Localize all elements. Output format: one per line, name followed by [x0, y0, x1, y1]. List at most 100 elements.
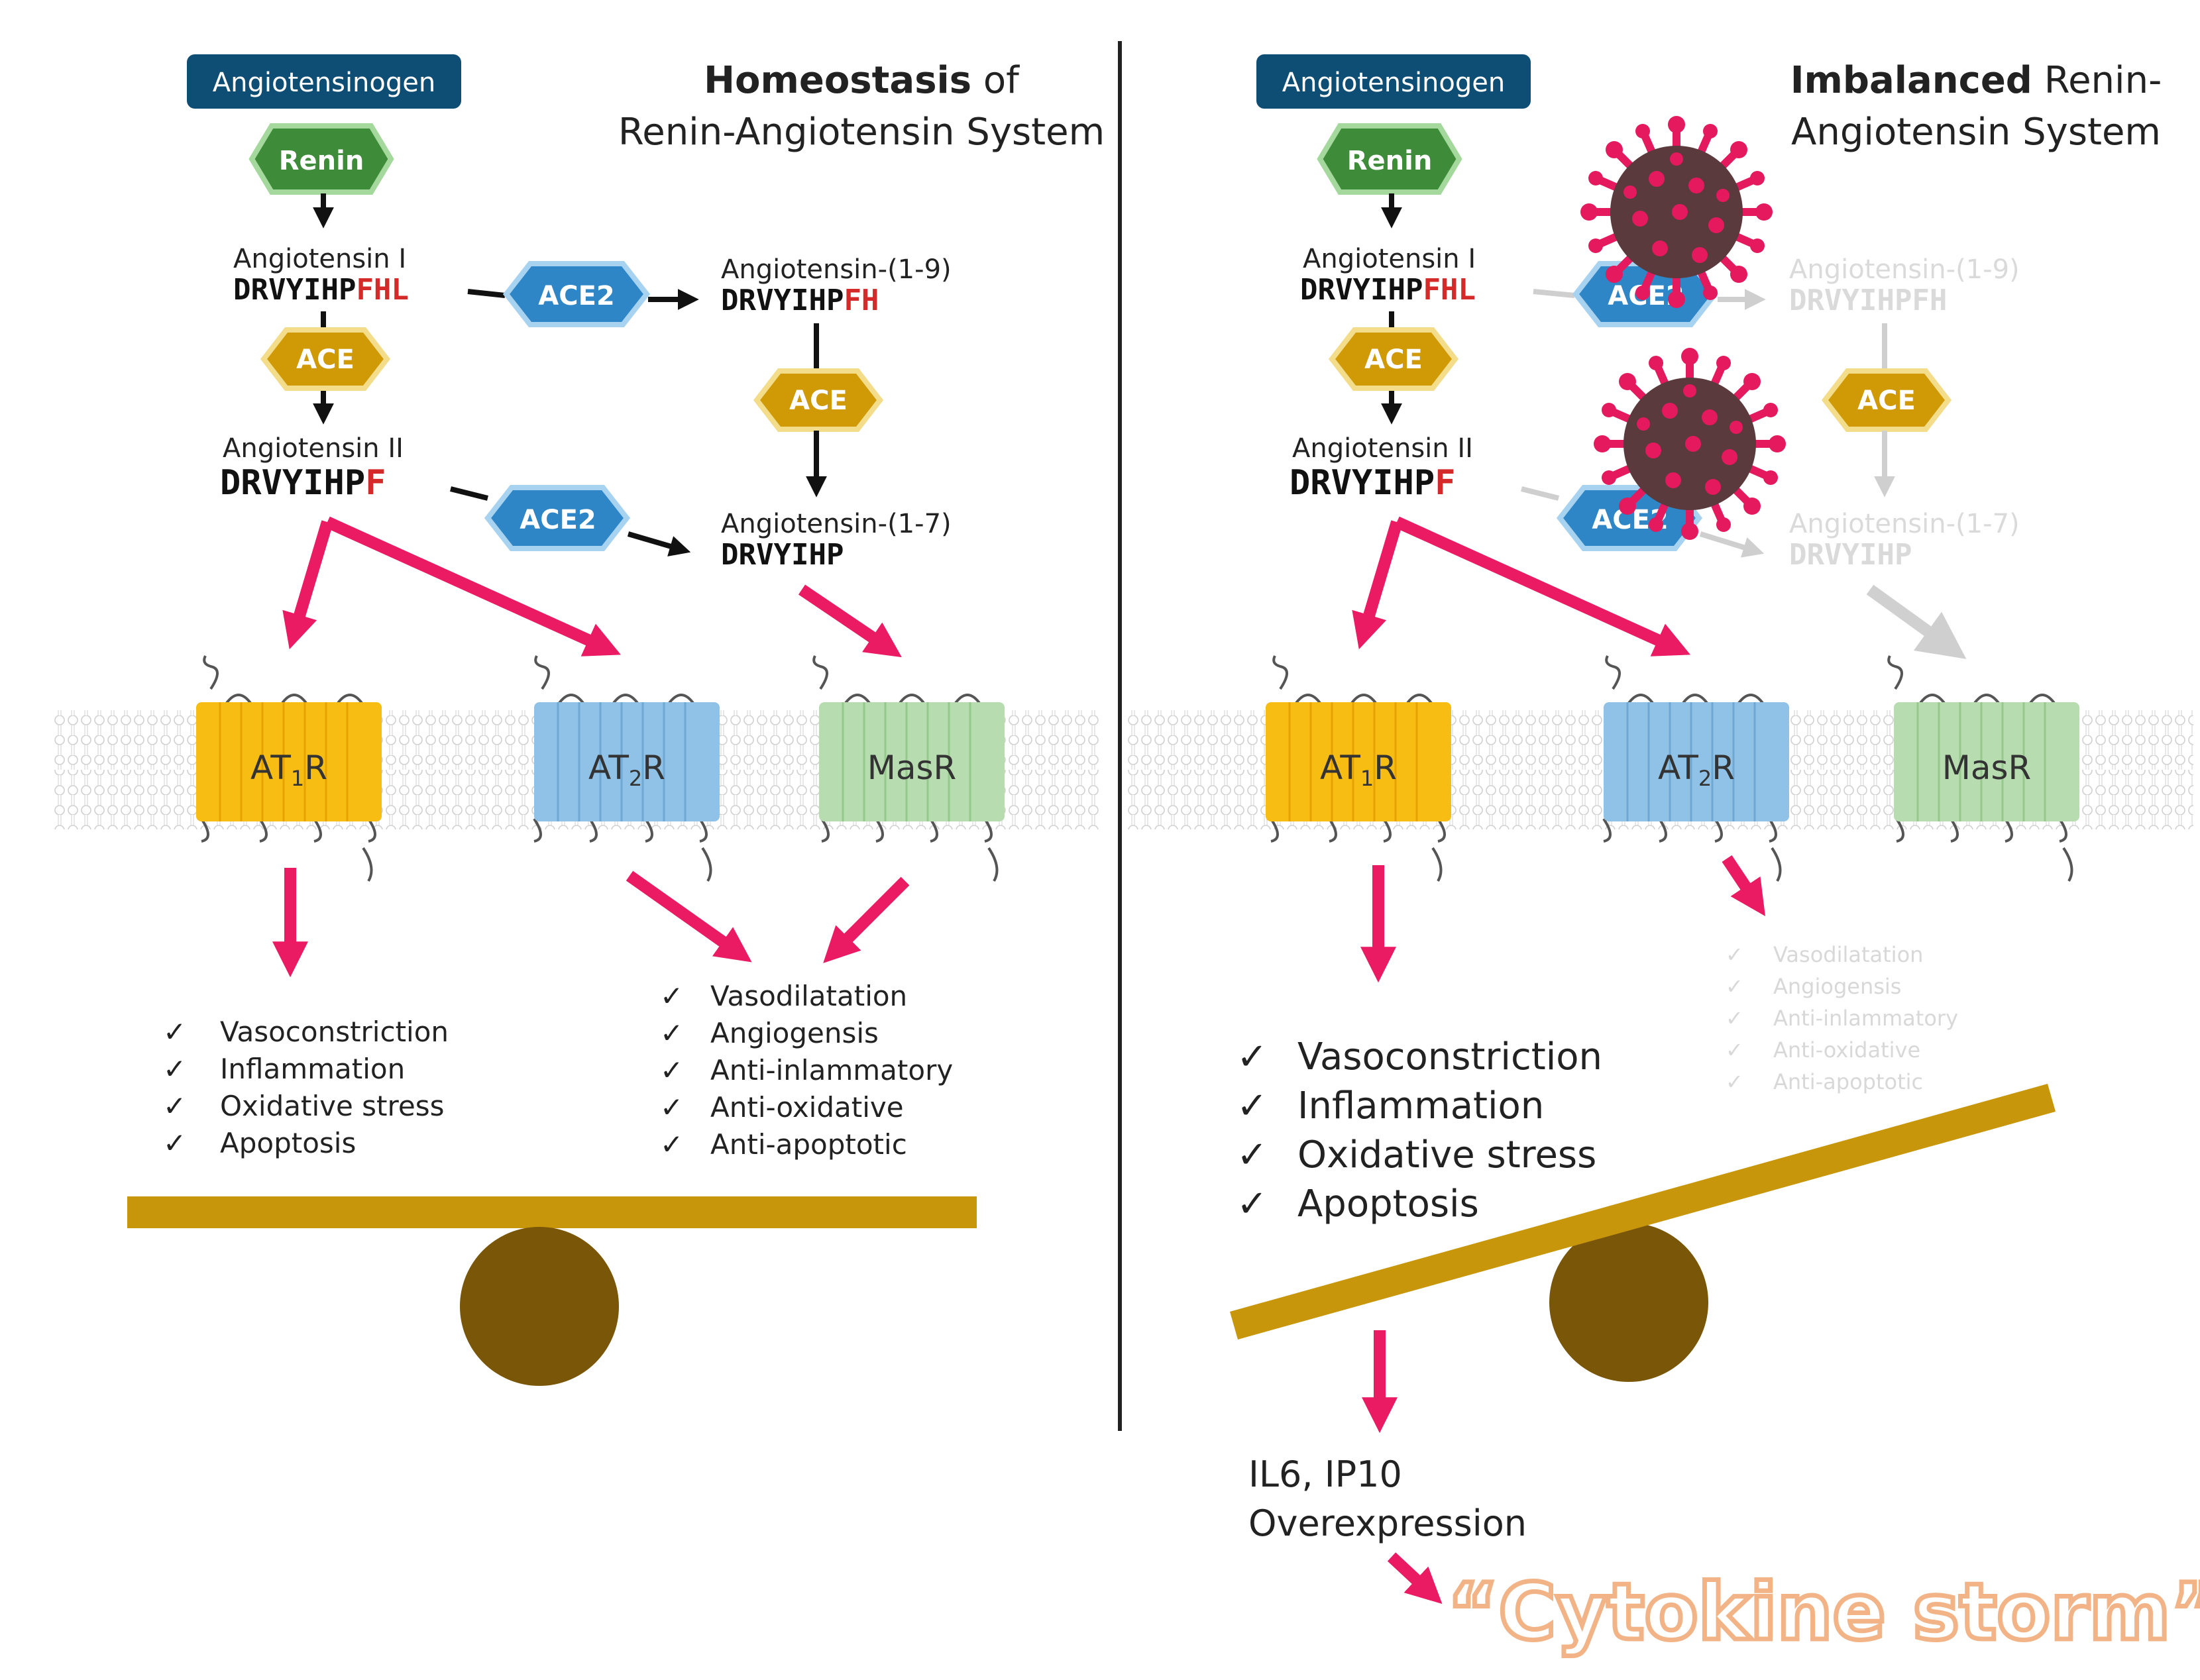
svg-text:Apoptosis: Apoptosis: [1297, 1182, 1479, 1226]
left-at2-effects: ✓ Vasodilatation ✓ Angiogensis ✓ Anti-inlam…: [660, 980, 953, 1161]
svg-text:Vasodilatation: Vasodilatation: [1773, 942, 1923, 967]
arrow-ang2-at2r-right: [1394, 516, 1690, 656]
renin-badge-right: [1317, 123, 1462, 195]
svg-text:✓: ✓: [1726, 1006, 1743, 1031]
arrow-ang17-masr: [798, 584, 902, 658]
left-title-line2: Renin-Angiotensin System: [618, 111, 1105, 154]
svg-text:✓: ✓: [1237, 1182, 1268, 1226]
ace-left-badge-right: [1328, 327, 1459, 391]
svg-text:✓: ✓: [660, 1017, 683, 1049]
svg-text:✓: ✓: [1726, 942, 1743, 967]
line-ang2-ace2: [450, 486, 488, 501]
ace2-bottom-badge: [484, 485, 631, 551]
ang17-seq-right: DRVYIHP: [1789, 538, 1912, 572]
at1r-left-receptor: AT1R: [196, 655, 382, 882]
svg-text:Apoptosis: Apoptosis: [220, 1127, 356, 1159]
ang19-label: Angiotensin-(1-9): [721, 254, 952, 285]
ace-right-badge-right: [1821, 368, 1952, 432]
renin-label: Renin: [279, 146, 364, 176]
line-ang2-ace2-right: [1521, 486, 1559, 501]
masr-right-receptor: MasR: [1887, 655, 2079, 882]
svg-text:AT1R: AT1R: [250, 749, 327, 791]
ang2-seq: DRVYIHPF: [220, 463, 386, 503]
svg-text:Vasoconstriction: Vasoconstriction: [220, 1016, 449, 1048]
arrow-at2r-effects: [626, 870, 752, 963]
ang2-seq-right: DRVYIHPF: [1290, 463, 1455, 503]
at2r-right-receptor: AT2R: [1602, 655, 1789, 882]
ace-left-badge: [260, 327, 391, 391]
arrow-masr-effects: [823, 876, 910, 963]
svg-text:Inflammation: Inflammation: [220, 1053, 405, 1085]
svg-text:✓: ✓: [163, 1127, 186, 1159]
svg-text:Anti-apoptotic: Anti-apoptotic: [710, 1128, 907, 1161]
seesaw-plank-balanced: [127, 1196, 977, 1228]
renin-label-right: Renin: [1347, 146, 1433, 176]
ace-right-badge: [753, 368, 884, 432]
arrow-ang2-at1r-right: [1352, 520, 1403, 650]
svg-text:✓: ✓: [163, 1053, 186, 1085]
arrow-ace2-ang17-right: [1699, 531, 1765, 558]
renin-badge: [248, 123, 394, 195]
ang1-seq-right: DRVYIHPFHL: [1300, 273, 1476, 307]
svg-text:✓: ✓: [1726, 974, 1743, 999]
angiotensinogen-label-right: Angiotensinogen: [1282, 68, 1505, 98]
ace-right-label: ACE: [789, 386, 848, 416]
arrow-ang2-at2r: [325, 516, 621, 656]
ang1-seq: DRVYIHPFHL: [233, 273, 409, 307]
left-title: Homeostasis of: [704, 59, 1020, 102]
ang19-label-right: Angiotensin-(1-9): [1789, 254, 2020, 285]
ace-left-label-right: ACE: [1364, 344, 1423, 375]
arrow-ang2-at1r: [282, 520, 333, 650]
ace2-top-badge: [502, 261, 651, 327]
left-at1-effects: ✓Vasoconstriction ✓Inflammation ✓Oxidati…: [163, 1016, 449, 1159]
svg-text:✓: ✓: [1237, 1084, 1268, 1128]
angiotensinogen-box: [187, 54, 461, 109]
at1r-right-receptor: AT1R: [1266, 655, 1451, 882]
seesaw-fulcrum-left: [460, 1227, 619, 1386]
right-panel: Imbalanced Renin- Angiotensin System Ang…: [1230, 54, 2200, 1660]
ang19-seq-right: DRVYIHPFH: [1789, 284, 1947, 317]
svg-text:AT1R: AT1R: [1320, 749, 1397, 791]
svg-text:✓: ✓: [1726, 1037, 1743, 1063]
svg-text:MasR: MasR: [867, 749, 957, 787]
svg-text:Inflammation: Inflammation: [1297, 1084, 1544, 1128]
svg-text:✓: ✓: [660, 1054, 683, 1086]
ace-right-label-right: ACE: [1857, 386, 1916, 416]
cytokine-storm-title: “Cytokine storm”: [1447, 1566, 2200, 1657]
ang1-label: Angiotensin I: [233, 244, 406, 274]
arrow-ace2-ang17: [627, 531, 691, 556]
svg-text:✓: ✓: [660, 980, 683, 1012]
ace2-bottom-label: ACE2: [520, 505, 596, 535]
svg-text:Anti-inlammatory: Anti-inlammatory: [710, 1054, 953, 1086]
angiotensinogen-box-right: [1256, 54, 1531, 109]
arrow-at2r-effects-right: [1722, 855, 1765, 916]
arrow-ang17-masr-right: [1866, 584, 1967, 659]
svg-text:Anti-apoptotic: Anti-apoptotic: [1773, 1069, 1923, 1094]
svg-text:✓: ✓: [1726, 1069, 1743, 1094]
right-at1-effects: ✓Vasoconstriction ✓Inflammation ✓Oxidati…: [1237, 1035, 1602, 1226]
right-title-line2: Angiotensin System: [1791, 111, 2161, 154]
il-overexpression-line1: IL6, IP10: [1248, 1453, 1402, 1495]
svg-text:Anti-oxidative: Anti-oxidative: [1773, 1037, 1920, 1063]
il-overexpression-line2: Overexpression: [1248, 1502, 1527, 1544]
ang17-label: Angiotensin-(1-7): [721, 509, 952, 539]
svg-text:Anti-oxidative: Anti-oxidative: [710, 1091, 904, 1124]
svg-text:✓: ✓: [660, 1128, 683, 1161]
ang1-label-right: Angiotensin I: [1303, 244, 1476, 274]
svg-text:Vasodilatation: Vasodilatation: [710, 980, 907, 1012]
at2r-left-receptor: AT2R: [533, 655, 720, 882]
svg-text:✓: ✓: [660, 1091, 683, 1124]
svg-text:Angiogensis: Angiogensis: [710, 1017, 879, 1049]
ang19-seq: DRVYIHPFH: [721, 284, 879, 317]
svg-text:✓: ✓: [1237, 1035, 1268, 1078]
ang17-seq: DRVYIHP: [721, 538, 844, 572]
ace2-top-label: ACE2: [538, 281, 614, 311]
left-panel: Homeostasis of Renin-Angiotensin System …: [127, 54, 1105, 1386]
svg-text:Anti-inlammatory: Anti-inlammatory: [1773, 1006, 1958, 1031]
ace-left-label: ACE: [296, 344, 355, 375]
svg-text:Vasoconstriction: Vasoconstriction: [1297, 1035, 1602, 1078]
ang2-label-right: Angiotensin II: [1292, 433, 1473, 464]
virus-icon-top: [1580, 116, 1773, 308]
right-at2-effects-faded: ✓Vasodilatation ✓Angiogensis ✓Anti-inlam…: [1726, 942, 1958, 1094]
